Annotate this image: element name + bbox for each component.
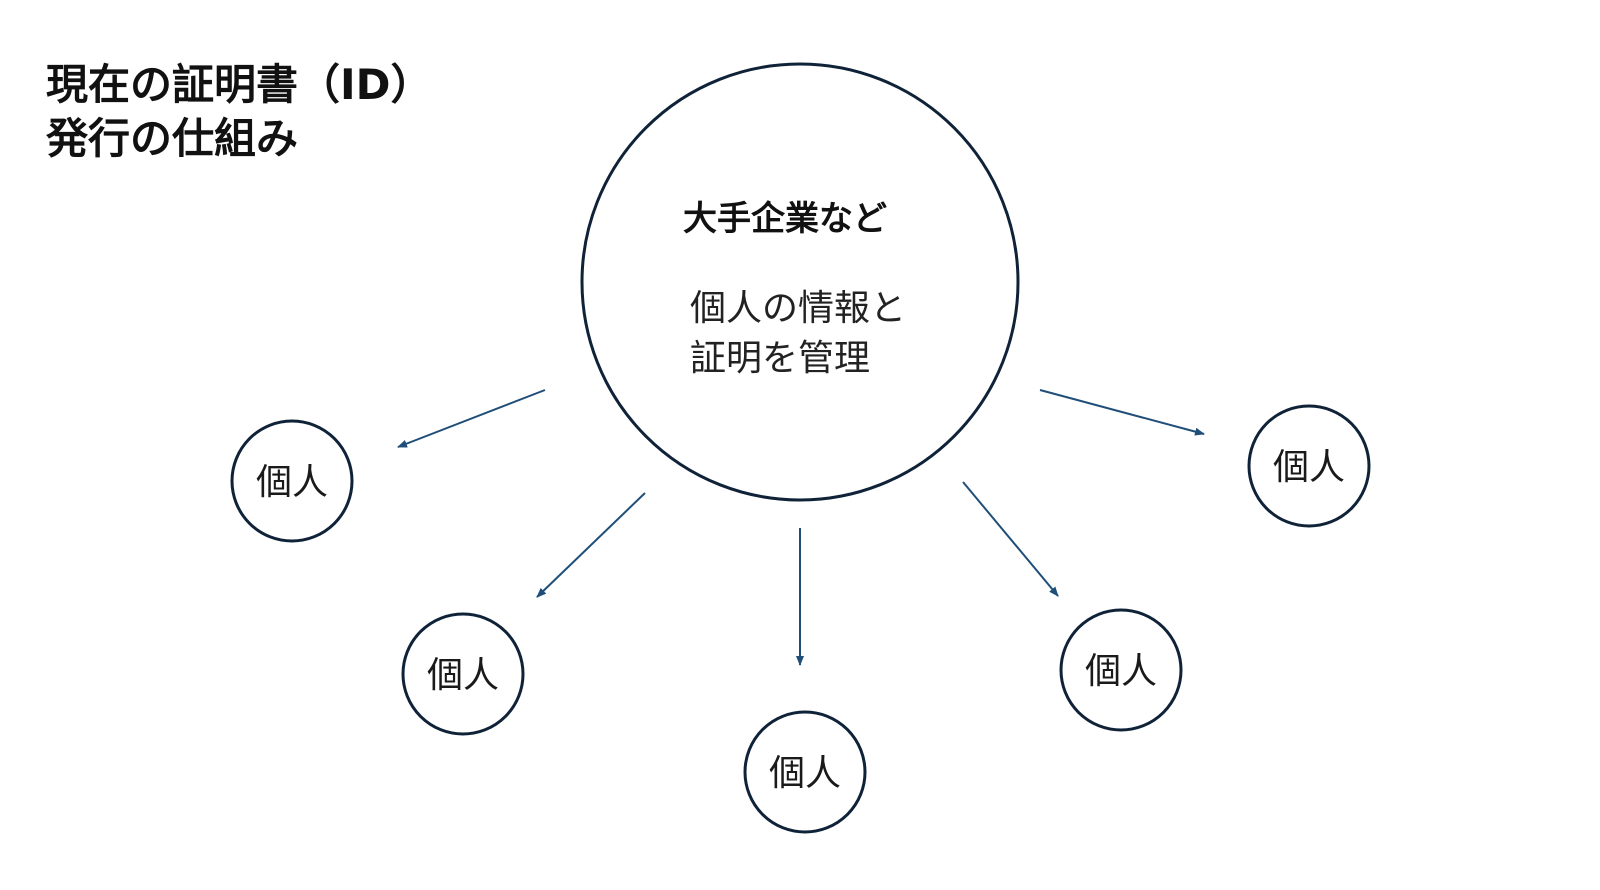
- hub-desc-line-2: 証明を管理: [690, 338, 870, 379]
- arrow-to-right-node: [1039, 389, 1205, 436]
- individual-node-lower-left: 個人: [401, 612, 525, 736]
- individual-label: 個人: [1085, 651, 1157, 692]
- individual-node-lower-right: 個人: [1059, 608, 1183, 732]
- hub-title: 大手企業など: [683, 199, 887, 239]
- hub-circle: [580, 62, 1020, 502]
- individual-label: 個人: [1273, 447, 1345, 488]
- individual-circle: [230, 419, 354, 543]
- individual-circle: [401, 612, 525, 736]
- hub-desc-line-1: 個人の情報と: [690, 288, 906, 329]
- page-title: 現在の証明書（ID） 発行の仕組み: [46, 58, 433, 166]
- individual-node-left: 個人: [230, 419, 354, 543]
- arrow-to-left-node: [397, 389, 546, 448]
- arrow-to-lower-right-node: [962, 481, 1059, 597]
- arrow-to-lower-left-node: [536, 492, 646, 598]
- individual-label: 個人: [769, 753, 841, 794]
- page-title-line-2: 発行の仕組み: [46, 114, 299, 163]
- page-title-line-1: 現在の証明書（ID）: [46, 60, 433, 109]
- individual-circle: [1247, 404, 1371, 528]
- individual-circle: [743, 710, 867, 834]
- individual-circle: [1059, 608, 1183, 732]
- individual-label: 個人: [427, 655, 499, 696]
- hub-node: 大手企業など 個人の情報と 証明を管理: [580, 62, 1020, 502]
- individual-label: 個人: [256, 462, 328, 503]
- individual-node-right: 個人: [1247, 404, 1371, 528]
- individual-node-bottom: 個人: [743, 710, 867, 834]
